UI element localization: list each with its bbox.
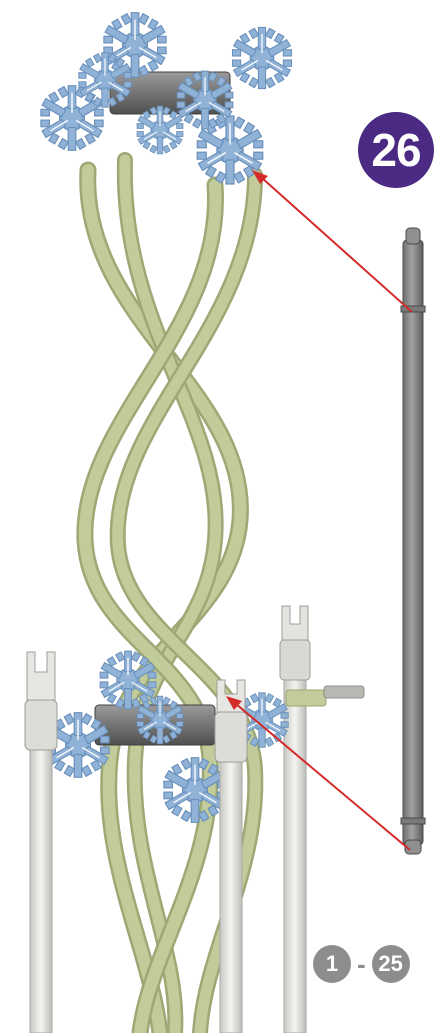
white-rod-back (280, 606, 310, 1033)
white-rod-right (215, 680, 247, 1033)
range-start-badge: 1 (313, 945, 351, 983)
previous-steps-range: 1 - 25 (313, 944, 410, 984)
white-rod-left (25, 652, 57, 1033)
insertion-arrow-top (252, 170, 412, 312)
step-number-badge: 26 (358, 112, 434, 188)
top-snowflake-hub (37, 13, 295, 184)
range-separator: - (357, 949, 366, 980)
new-grey-rod (401, 228, 425, 854)
range-end-badge: 25 (372, 945, 410, 983)
